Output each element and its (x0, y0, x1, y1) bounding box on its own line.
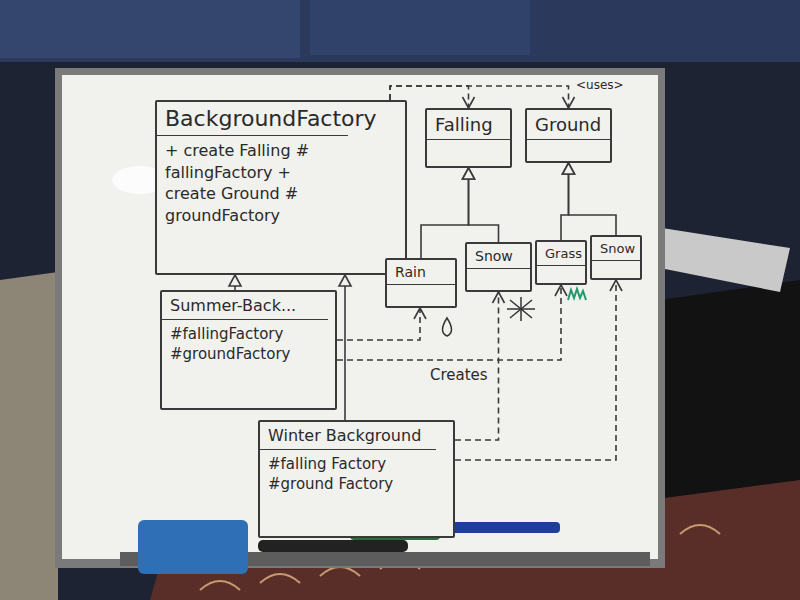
class-name: Summer-Back... (162, 292, 335, 319)
class-name: Ground (527, 110, 610, 139)
open-arrowhead (610, 280, 622, 291)
carpet (0, 272, 58, 600)
class-name: Rain (387, 260, 455, 284)
class-box: Summer-Back...#fallingFactory #groundFac… (160, 290, 337, 410)
open-arrowhead (463, 97, 475, 108)
class-members: + create Falling # fallingFactory + crea… (157, 135, 348, 230)
keyboard (660, 228, 790, 292)
inheritance-arrowhead (339, 275, 351, 286)
class-box: Grass (535, 240, 587, 285)
open-arrowhead (414, 308, 426, 319)
class-box: Snow (465, 242, 532, 292)
class-box: Ground (525, 108, 612, 163)
eraser (138, 520, 248, 574)
open-arrowhead (563, 97, 575, 108)
inheritance-arrowhead (463, 168, 475, 179)
class-name: BackgroundFactory (157, 102, 405, 135)
class-name: Grass (537, 242, 585, 265)
class-compartment (592, 260, 640, 273)
inheritance-arrowhead (563, 163, 575, 174)
class-members: #fallingFactory #groundFactory (162, 319, 328, 369)
marker (440, 522, 560, 533)
inheritance-arrowhead (229, 275, 241, 286)
curtain (0, 0, 800, 62)
annotation-label: Creates (428, 366, 490, 384)
inheritance-connector (563, 163, 617, 235)
class-compartment (537, 265, 585, 278)
class-box: BackgroundFactory+ create Falling # fall… (155, 100, 407, 275)
inheritance-connector (463, 168, 499, 242)
class-box: Rain (385, 258, 457, 308)
curtain-fold (0, 0, 300, 58)
connector-line (337, 308, 420, 340)
inheritance-connector (339, 275, 351, 420)
snowflake-doodle (507, 297, 535, 321)
class-compartment (467, 268, 530, 285)
class-compartment (427, 139, 510, 160)
class-box: Falling (425, 108, 512, 168)
class-box: Snow (590, 235, 642, 280)
dependency-connector (337, 308, 426, 340)
connector-line (390, 86, 569, 108)
inheritance-connector (229, 275, 241, 290)
class-name: Falling (427, 110, 510, 139)
class-name: Snow (592, 237, 640, 260)
connector-line (569, 163, 617, 235)
curtain-fold (310, 0, 530, 55)
board-frame (55, 68, 665, 568)
board-surface (62, 75, 658, 559)
grass-doodle (568, 289, 586, 300)
connector-line (344, 275, 346, 420)
class-name: Winter Background (260, 422, 453, 449)
dependency-connector (390, 86, 575, 108)
class-compartment (387, 284, 455, 301)
open-arrowhead (555, 285, 567, 296)
raindrop-doodle (443, 318, 452, 336)
inheritance-arrowhead (463, 168, 475, 179)
class-compartment (527, 139, 610, 156)
class-members: #falling Factory #ground Factory (260, 449, 436, 499)
marker (258, 540, 408, 552)
snowflake-stroke (507, 308, 535, 310)
connector-line (421, 168, 469, 258)
class-box: Winter Background#falling Factory #groun… (258, 420, 455, 538)
inheritance-arrowhead (563, 163, 575, 174)
annotation-label: <uses> (574, 78, 626, 92)
open-arrowhead (493, 292, 505, 303)
class-name: Snow (467, 244, 530, 268)
